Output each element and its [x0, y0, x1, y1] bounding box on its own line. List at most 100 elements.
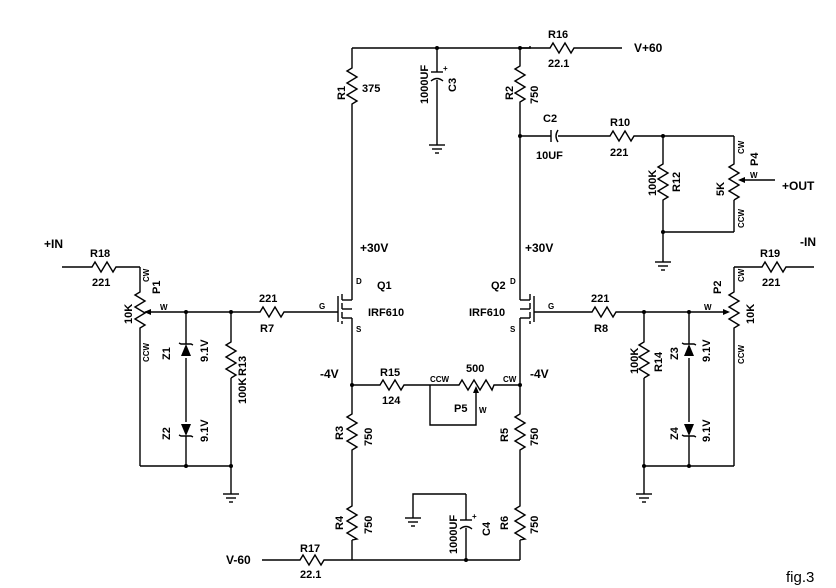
z3-ref: Z3 — [669, 347, 681, 360]
r5-value: 750 — [529, 428, 541, 446]
resistor-symbols — [88, 41, 788, 567]
svg-text:+: + — [443, 64, 448, 73]
c2-value: 10UF — [536, 150, 563, 162]
c3-value: 1000UF — [419, 65, 431, 104]
capacitor-c3: + — [430, 64, 448, 82]
p2-w: W — [704, 303, 712, 312]
pot-p5 — [455, 378, 497, 394]
wires — [62, 46, 814, 561]
q2-source: S — [510, 325, 516, 334]
resistor-r5 — [513, 408, 527, 452]
p5-ccw: CCW — [430, 375, 450, 384]
p5-cw: CW — [503, 375, 517, 384]
z4-ref: Z4 — [669, 426, 681, 440]
resistor-r16 — [545, 41, 577, 55]
p5-w: W — [479, 406, 487, 415]
label-vpos: V+60 — [634, 41, 663, 55]
z1-ref: Z1 — [161, 347, 173, 360]
r12-ref: R12 — [671, 172, 683, 192]
r5-ref: R5 — [499, 428, 511, 442]
label-p30-left: +30V — [360, 241, 388, 255]
p5-ref: P5 — [454, 403, 467, 415]
resistor-r6 — [513, 500, 527, 541]
p1-value: 10K — [123, 304, 135, 324]
q1-part: IRF610 — [368, 307, 404, 319]
r8-ref: R8 — [594, 323, 608, 335]
r18-ref: R18 — [90, 248, 110, 260]
c4-value: 1000UF — [448, 515, 460, 554]
svg-text:+: + — [472, 512, 477, 521]
junction-dots — [184, 46, 691, 562]
ground-icon — [405, 517, 421, 527]
r2-value: 750 — [529, 86, 541, 104]
pot-p2 — [723, 286, 741, 338]
r7-ref: R7 — [260, 323, 274, 335]
r4-ref: R4 — [334, 515, 346, 530]
r1-value: 375 — [362, 83, 380, 95]
resistor-r7 — [256, 305, 286, 319]
p1-ccw: CCW — [142, 342, 151, 362]
ground-icon — [429, 144, 445, 154]
r14-value: 100K — [629, 348, 641, 374]
r7-value: 221 — [259, 293, 277, 305]
capacitor-c4: + — [459, 512, 477, 530]
p1-cw: CW — [142, 268, 151, 282]
label-p30-right: +30V — [525, 241, 553, 255]
r16-value: 22.1 — [548, 58, 569, 70]
r10-value: 221 — [610, 147, 628, 159]
r13-ref: R13 — [237, 356, 249, 376]
resistor-r2 — [513, 60, 527, 104]
p2-ref: P2 — [712, 281, 724, 294]
label-m4-left: -4V — [320, 367, 339, 381]
r13-value: 100K — [237, 378, 249, 404]
pot-p1 — [133, 286, 151, 338]
p2-value: 10K — [745, 304, 757, 324]
c3-ref: C3 — [447, 78, 459, 92]
labels: V+60 V-60 +30V +30V -4V -4V +IN -IN +OUT… — [44, 29, 816, 586]
p4-value: 5K — [715, 182, 727, 196]
resistor-r1 — [345, 62, 359, 108]
label-in-neg: -IN — [800, 235, 816, 249]
zener-z1 — [178, 342, 194, 356]
c2-ref: C2 — [543, 113, 557, 125]
r16-ref: R16 — [548, 29, 568, 41]
mosfet-q2 — [520, 294, 535, 324]
r17-value: 22.1 — [300, 569, 321, 581]
ground-icon — [223, 493, 239, 503]
r15-ref: R15 — [380, 367, 400, 379]
r18-value: 221 — [92, 277, 110, 289]
resistor-r4 — [345, 500, 359, 541]
p2-cw: CW — [737, 268, 746, 282]
r2-ref: R2 — [504, 86, 516, 100]
zener-z3 — [681, 342, 697, 356]
resistor-r8 — [588, 305, 620, 319]
p5-value: 500 — [466, 363, 484, 375]
p4-ref: P4 — [749, 152, 761, 166]
z2-value: 9.1V — [199, 419, 211, 442]
ground-symbols — [223, 144, 671, 527]
capacitor-c2 — [550, 129, 559, 143]
zener-z4 — [681, 424, 697, 438]
z3-value: 9.1V — [701, 339, 713, 362]
ground-icon — [655, 261, 671, 271]
r3-value: 750 — [363, 428, 375, 446]
resistor-r3 — [345, 408, 359, 452]
r3-ref: R3 — [334, 426, 346, 440]
r1-ref: R1 — [336, 86, 348, 100]
zener-z2 — [178, 424, 194, 438]
r14-ref: R14 — [653, 351, 665, 372]
q2-ref: Q2 — [491, 280, 506, 292]
q1-source: S — [356, 325, 362, 334]
q1-gate: G — [319, 302, 325, 311]
r12-value: 100K — [647, 170, 659, 196]
z4-value: 9.1V — [701, 419, 713, 442]
label-out: +OUT — [782, 179, 815, 193]
p4-ccw: CCW — [737, 208, 746, 228]
resistor-r12 — [656, 158, 670, 202]
r19-ref: R19 — [760, 248, 780, 260]
r17-ref: R17 — [300, 543, 320, 555]
label-in-pos: +IN — [44, 237, 63, 251]
q1-ref: Q1 — [377, 280, 392, 292]
resistor-r15 — [376, 378, 408, 392]
